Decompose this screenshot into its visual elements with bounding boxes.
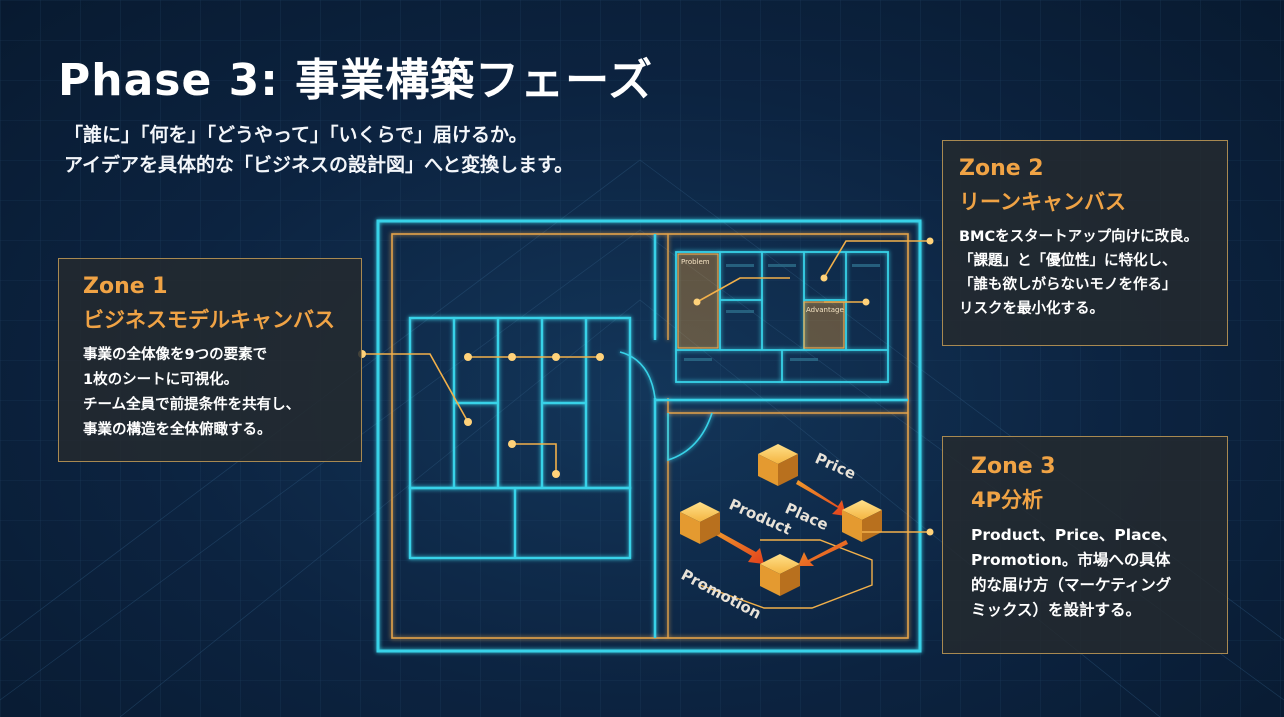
arrow-price-place bbox=[796, 480, 846, 516]
subtitle-line: アイデアを具体的な「ビジネスの設計図」へと変換します。 bbox=[64, 154, 574, 176]
zone2-description: BMCをスタートアップ向けに改良。 「課題」と「優位性」に特化し、 「誰も欲しが… bbox=[959, 225, 1227, 321]
description-line: Product、Price、Place、 bbox=[971, 526, 1177, 544]
cube-place bbox=[842, 500, 882, 542]
zone2-card: Zone 2 リーンキャンバス BMCをスタートアップ向けに改良。 「課題」と「… bbox=[942, 140, 1228, 346]
cube-product bbox=[680, 502, 720, 544]
zone3-node bbox=[926, 528, 934, 536]
description-line: Promotion。市場への具体 bbox=[971, 551, 1171, 569]
zone3-name: 4P分析 bbox=[971, 488, 1044, 512]
subtitle-line: 「誰に」「何を」「どうやって」「いくらで」届けるか。 bbox=[64, 124, 528, 146]
zone1-card: Zone 1 ビジネスモデルキャンバス 事業の全体像を9つの要素で 1枚のシート… bbox=[58, 258, 362, 462]
description-line: チーム全員で前提条件を共有し、 bbox=[83, 397, 301, 413]
description-line: ミックス）を設計する。 bbox=[971, 601, 1142, 619]
arrow-place-promotion bbox=[798, 540, 848, 566]
zone1-name: ビジネスモデルキャンバス bbox=[83, 308, 335, 332]
cube-promotion bbox=[760, 554, 800, 596]
cube-price bbox=[758, 444, 798, 486]
zone1-number: Zone 1 bbox=[83, 274, 168, 299]
description-line: 事業の全体像を9つの要素で bbox=[83, 347, 268, 363]
arrow-product-promotion bbox=[714, 530, 764, 564]
description-line: 「誰も欲しがらないモノを作る」 bbox=[959, 277, 1177, 293]
lean-nodes bbox=[693, 237, 934, 306]
zone3-description: Product、Price、Place、 Promotion。市場への具体 的な… bbox=[971, 523, 1227, 623]
zone2-number: Zone 2 bbox=[959, 156, 1044, 181]
description-line: 事業の構造を全体俯瞰する。 bbox=[83, 422, 272, 438]
lean-connectors bbox=[696, 240, 930, 303]
lean-canvas-bars bbox=[684, 264, 880, 361]
description-line: BMCをスタートアップ向けに改良。 bbox=[959, 229, 1199, 245]
description-line: リスクを最小化する。 bbox=[959, 301, 1104, 317]
description-line: 「課題」と「優位性」に特化し、 bbox=[959, 253, 1177, 269]
bmc-connectors bbox=[362, 353, 600, 474]
page-title: Phase 3: 事業構築フェーズ bbox=[58, 55, 653, 106]
zone1-description: 事業の全体像を9つの要素で 1枚のシートに可視化。 チーム全員で前提条件を共有し… bbox=[83, 343, 361, 443]
zone2-name: リーンキャンバス bbox=[959, 190, 1126, 214]
zone3-card: Zone 3 4P分析 Product、Price、Place、 Promoti… bbox=[942, 436, 1228, 654]
building-walls bbox=[376, 219, 922, 653]
zone3-number: Zone 3 bbox=[971, 454, 1056, 479]
page-subtitle: 「誰に」「何を」「どうやって」「いくらで」届けるか。 アイデアを具体的な「ビジネ… bbox=[64, 120, 573, 180]
description-line: 1枚のシートに可視化。 bbox=[83, 372, 239, 388]
problem-label: Problem bbox=[681, 258, 710, 266]
advantage-label: Advantage bbox=[806, 306, 844, 314]
business-model-canvas bbox=[408, 316, 632, 560]
description-line: 的な届け方（マーケティング bbox=[971, 576, 1172, 594]
